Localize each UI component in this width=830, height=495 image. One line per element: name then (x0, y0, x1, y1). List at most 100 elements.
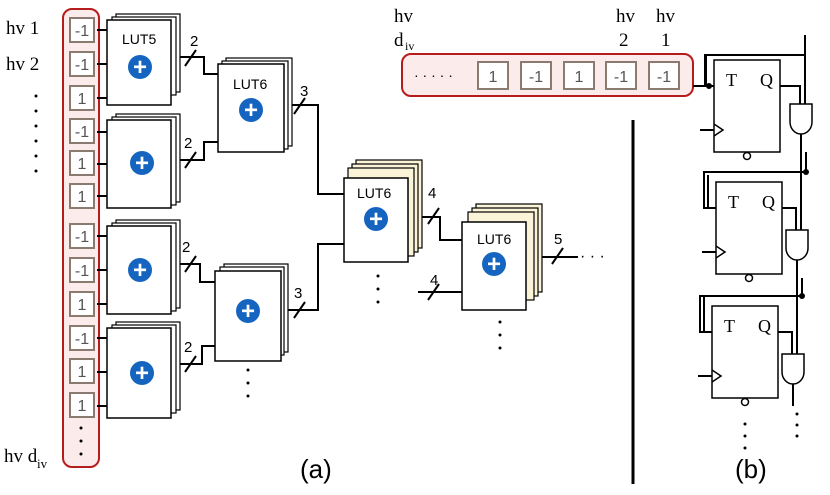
header-d-sub: iv (405, 39, 414, 53)
lut5-stack-3: + (106, 219, 181, 315)
header-hv1-top: hv (656, 6, 676, 27)
register-bit-cell: 1 (563, 61, 595, 90)
register-bit-value: 1 (489, 69, 498, 86)
register-bit-value: -1 (614, 69, 628, 86)
input-bit-cell: 1 (69, 183, 95, 209)
svg-text:+: + (487, 251, 501, 278)
input-bit-cell: -1 (69, 118, 95, 144)
ff-t-label: T (724, 316, 735, 336)
svg-text:+: + (244, 97, 258, 124)
input-bits: -1 -1 1 -1 1 1 -1 -1 1 -1 1 1 (69, 17, 95, 418)
lut5-stack-1: LUT5 + (106, 13, 181, 106)
svg-text:+: + (241, 298, 255, 325)
register-bits: 1 -1 1 -1 -1 (477, 61, 680, 90)
header-hv2-bottom: 2 (619, 30, 629, 51)
register-bit-value: -1 (529, 69, 543, 86)
clock-input-icon (711, 369, 723, 383)
lut5-stack-2: + (106, 113, 181, 209)
input-bit-cell: -1 (69, 17, 95, 43)
lut6-label-b: LUT6 (357, 185, 391, 201)
input-bit-cell: 1 (69, 358, 95, 384)
register-bit-cell: -1 (648, 61, 680, 90)
input-bit-value: -1 (75, 331, 89, 348)
svg-text:+: + (369, 206, 383, 233)
continuation-dot (743, 446, 747, 450)
lut5-label: LUT5 (122, 31, 156, 47)
input-bit-value: 1 (78, 91, 87, 108)
plus-icon: + (130, 150, 154, 177)
vertical-dots-level3 (376, 274, 380, 304)
input-bit-value: -1 (75, 263, 89, 280)
input-bit-cell: 1 (69, 150, 95, 176)
input-bit-cell: -1 (69, 223, 95, 249)
svg-text:+: + (135, 360, 149, 387)
ff-q-label: Q (758, 316, 771, 336)
header-hv2-top: hv (616, 6, 636, 27)
clock-input-icon (715, 245, 727, 259)
plus-icon: + (128, 257, 152, 284)
input-bit-value: -1 (75, 124, 89, 141)
input-bit-value: 1 (78, 297, 87, 314)
bus-width-2a: 2 (190, 33, 198, 50)
input-bit-value: 1 (78, 364, 87, 381)
hv2-label: hv 2 (6, 54, 39, 75)
input-bit-cell: 1 (69, 85, 95, 111)
plus-icon: + (128, 54, 152, 81)
header-hv-d: hv (394, 6, 414, 27)
bus-width-4b: 4 (430, 272, 438, 289)
ff-t-label: T (728, 192, 739, 212)
plus-icon: + (130, 360, 154, 387)
bus-width-2c: 2 (182, 239, 190, 256)
ff-q-label: Q (762, 192, 775, 212)
plus-icon: + (364, 206, 388, 233)
continuation-dot (743, 422, 747, 426)
ff-connection-wires (699, 54, 809, 450)
register-bit-cell: -1 (520, 61, 552, 90)
bus-width-4a: 4 (428, 185, 436, 202)
and-gate-icon (781, 353, 805, 385)
input-bit-value: -1 (75, 23, 89, 40)
lut6-stack-level2-top: LUT6 + (217, 57, 293, 153)
input-bit-value: 1 (78, 156, 87, 173)
plus-icon: + (482, 251, 506, 278)
and-gate-icon (785, 229, 809, 261)
vertical-dots-column (79, 426, 83, 456)
lut6-stack-level3: LUT6 + (343, 159, 423, 263)
header-hv1-bottom: 1 (661, 30, 671, 51)
hv1-label: hv 1 (6, 18, 39, 39)
svg-text:+: + (133, 54, 147, 81)
lut6-label-c: LUT6 (477, 231, 511, 247)
register-bit-value: -1 (657, 69, 671, 86)
output-ellipsis: · · · (580, 248, 605, 265)
input-bit-value: 1 (78, 189, 87, 206)
lut5-outputs: 2 2 2 2 (180, 33, 218, 373)
clock-input-icon (713, 123, 725, 137)
input-bit-cell: -1 (69, 51, 95, 77)
lut6-stack-level2-bottom: + (214, 263, 289, 362)
caption-a: (a) (300, 454, 332, 484)
continuation-dot (795, 434, 799, 438)
vertical-dots-left (34, 94, 38, 173)
input-bit-cell: 1 (69, 392, 95, 418)
input-bit-cell: -1 (69, 257, 95, 283)
svg-text:+: + (135, 150, 149, 177)
lut6-level3-output: 4 4 (418, 185, 462, 301)
register-bit-cell: 1 (477, 61, 509, 90)
bus-width-5: 5 (554, 231, 562, 248)
and-gate-icon (789, 103, 813, 135)
continuation-dot (795, 412, 799, 416)
continuation-dot (795, 423, 799, 427)
lut6-level2-outputs: 3 3 (288, 83, 344, 319)
final-output: 5 · · · (542, 231, 605, 265)
register-ellipsis: · · · · · (414, 67, 453, 83)
hvd-label: hv d (4, 446, 38, 467)
register-bit-cell: -1 (605, 61, 637, 90)
register-bit-value: 1 (575, 69, 584, 86)
ff-t-label: T (726, 70, 737, 90)
svg-text:+: + (133, 257, 147, 284)
input-bit-cell: 1 (69, 291, 95, 317)
